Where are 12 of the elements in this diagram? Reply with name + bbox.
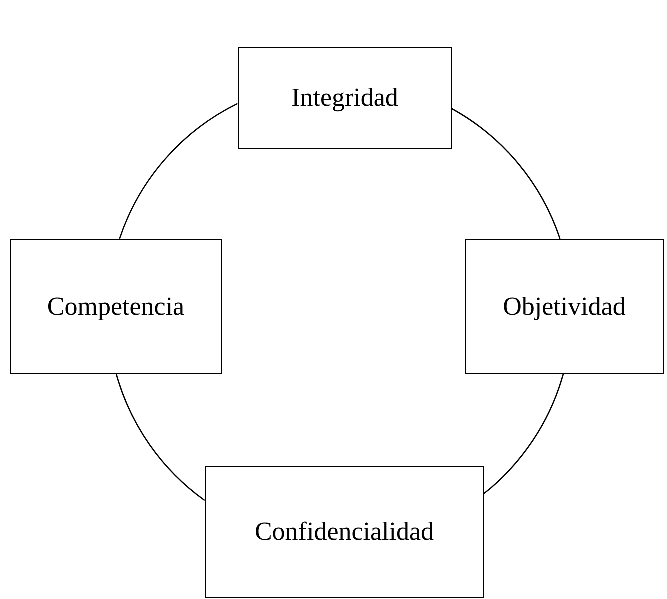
process-box (238, 47, 452, 149)
connector-arc (452, 108, 561, 240)
process-box (465, 239, 664, 374)
node-label: Confidencialidad (254, 517, 434, 547)
process-box (10, 239, 222, 374)
node-label: Integridad (292, 83, 398, 113)
process-box (205, 466, 484, 598)
node-label: Competencia (47, 292, 185, 322)
connector-arc (484, 374, 564, 494)
node-label: Objetividad (503, 292, 626, 322)
connector-arc (116, 374, 206, 502)
connector-arc (119, 103, 238, 240)
